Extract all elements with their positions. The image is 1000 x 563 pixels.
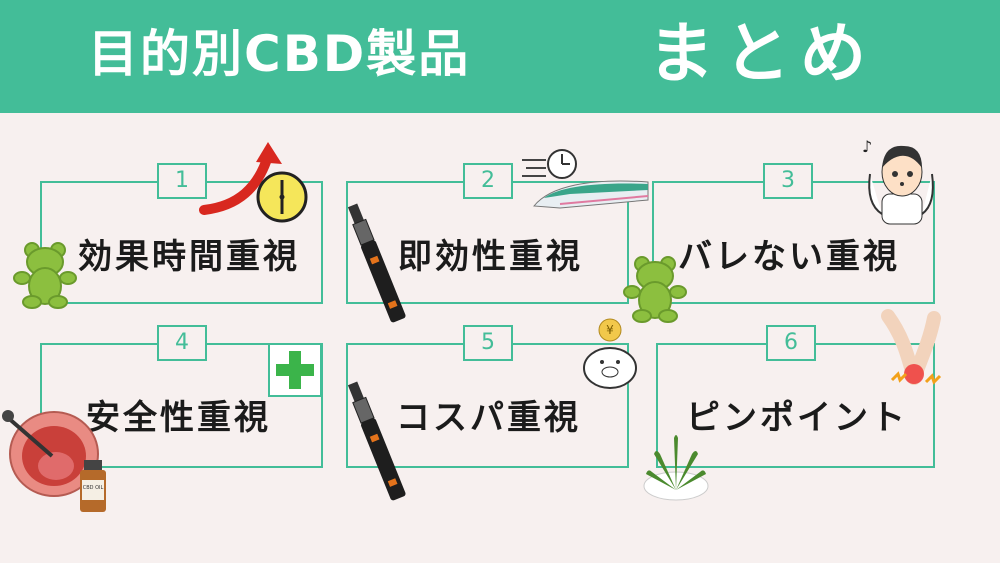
medical-cross-icon (268, 343, 322, 397)
card-label-1: 効果時間重視 (78, 237, 300, 277)
card-number-2: 2 (463, 163, 513, 199)
bullet-train-icon (522, 149, 649, 209)
hemp-leaf-icon (643, 435, 709, 501)
card-number-3: 3 (763, 163, 813, 199)
card-number-1: 1 (157, 163, 207, 199)
svg-text:♪: ♪ (862, 137, 872, 156)
clock-icon (256, 171, 308, 223)
red-arrow-icon (199, 142, 282, 215)
header-banner: 目的別CBD製品 まとめ (0, 0, 1000, 113)
bottle-label: CBD OIL (83, 485, 104, 491)
coin-symbol: ¥ (606, 323, 614, 337)
page-title: 目的別CBD製品 (88, 25, 471, 83)
vape-pen-icon (347, 203, 406, 323)
mouth-dropper-icon: CBD OIL (2, 410, 106, 512)
piggy-bank-icon: ¥ (583, 318, 637, 389)
card-label-5: コスパ重視 (396, 398, 581, 438)
person-icon: ♪ (862, 137, 934, 225)
gummy-bear-icon-2 (623, 256, 687, 323)
card-label-6: ピンポイント (686, 398, 908, 438)
card-number-6: 6 (766, 325, 816, 361)
card-number-5: 5 (463, 325, 513, 361)
card-label-3: バレない重視 (678, 237, 900, 277)
page-subtitle: まとめ (648, 15, 876, 92)
card-number-4: 4 (157, 325, 207, 361)
gummy-bear-icon (13, 242, 77, 309)
elbow-pain-icon (881, 309, 942, 385)
card-label-4: 安全性重視 (86, 398, 271, 438)
vape-pen-icon-2 (347, 381, 406, 501)
card-label-2: 即効性重視 (398, 237, 583, 277)
